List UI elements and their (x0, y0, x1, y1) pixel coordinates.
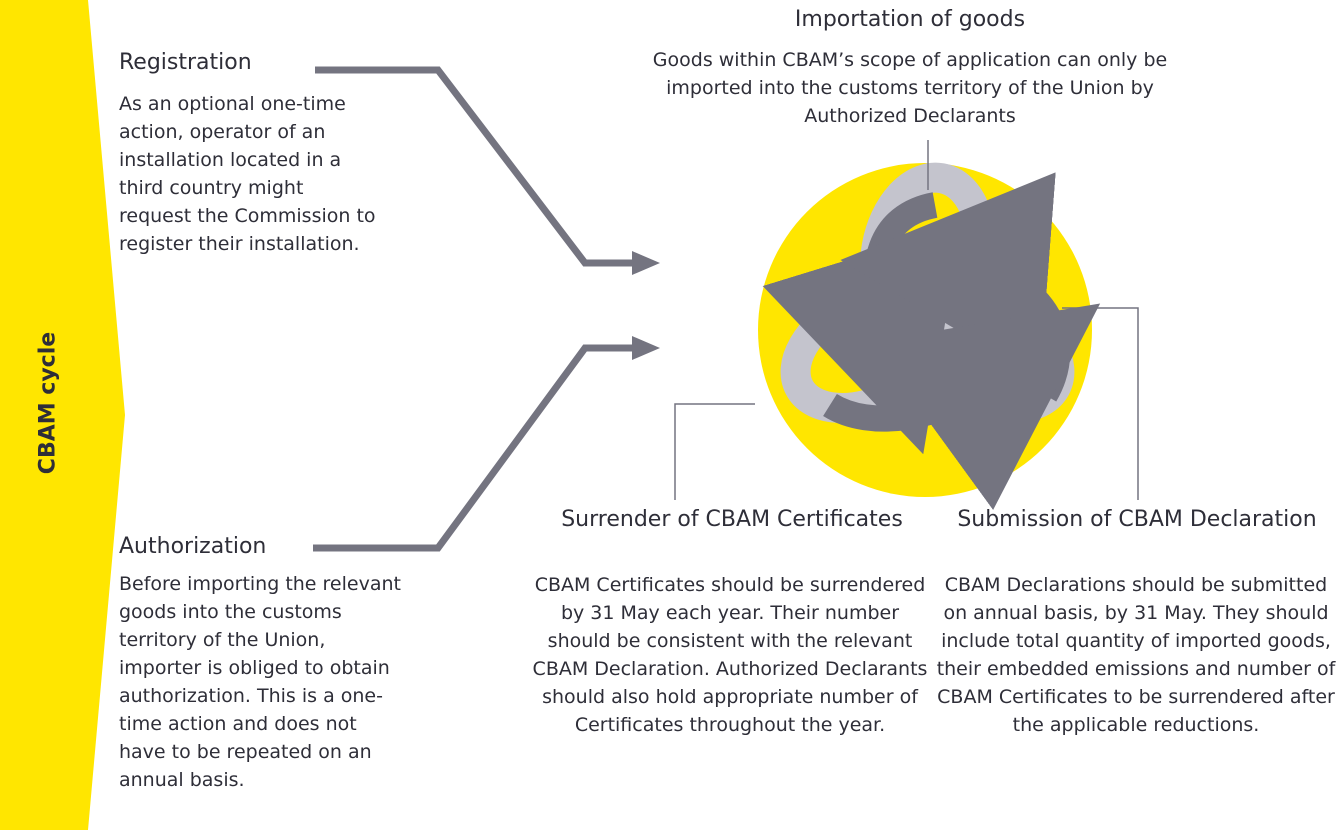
registration-description: As an optional one-time action, operator… (119, 93, 376, 255)
surrender-title: Surrender of CBAM Certificates (561, 507, 903, 532)
authorization-title: Authorization (119, 534, 267, 559)
importation-title: Importation of goods (794, 7, 1026, 32)
surrender-description: CBAM Certificates should be surrendered … (532, 574, 928, 736)
submission-title: Submission of CBAM Declaration (957, 507, 1317, 532)
registration-arrow (315, 66, 640, 267)
cbam-cycle-band (0, 0, 125, 830)
authorization-description: Before importing the relevant goods into… (119, 573, 401, 791)
connector-lines (674, 140, 1139, 500)
cbam-cycle-label: CBAM cycle (35, 331, 61, 475)
importation-description: Goods within CBAM’s scope of application… (652, 49, 1168, 127)
authorization-arrow (313, 344, 640, 552)
submission-description: CBAM Declarations should be submitted on… (936, 574, 1336, 736)
authorization-arrowhead (632, 336, 660, 360)
cycle-arrows (762, 172, 1101, 510)
registration-title: Registration (119, 50, 252, 75)
registration-arrowhead (632, 251, 660, 275)
